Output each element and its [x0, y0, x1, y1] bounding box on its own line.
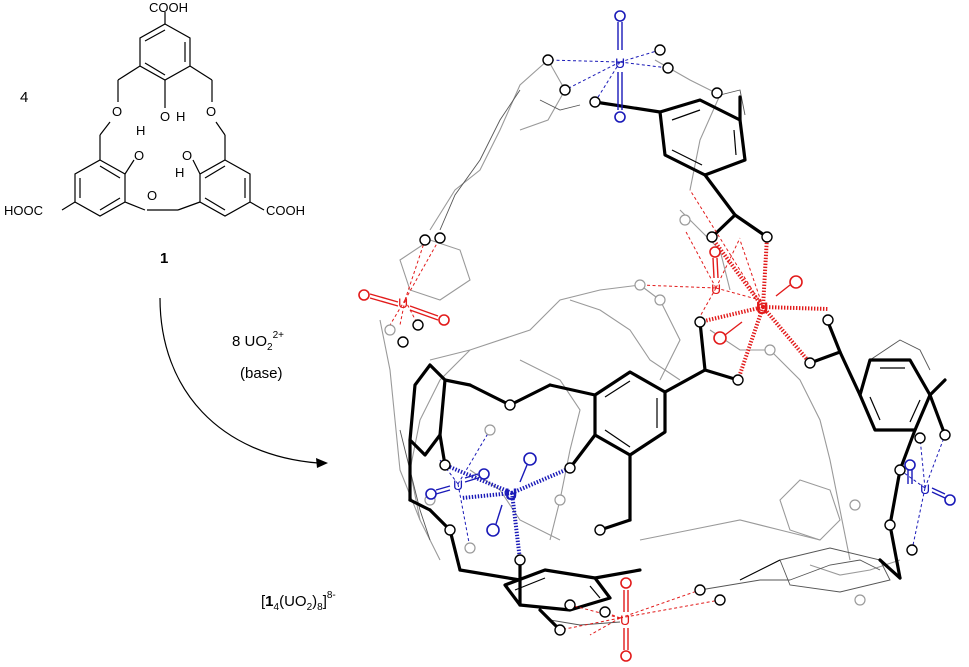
stoichiometry-label: 4 — [20, 89, 28, 106]
ring-right — [808, 320, 947, 580]
svg-text:H: H — [136, 123, 145, 138]
thin-framework — [399, 89, 931, 626]
svg-text:O: O — [182, 148, 192, 163]
product-cage: U U U U U U U U — [358, 10, 956, 662]
product-label: [14(UO2)8]8- — [261, 590, 336, 613]
uranyl-oxo-atoms — [358, 10, 956, 662]
uranium-red-upper: U — [711, 281, 721, 297]
uranium-red-center: U — [756, 299, 768, 318]
reactant-molecule: 4 COOH O O O H O H HOOC O — [4, 0, 305, 267]
carboxylate-uranyl-bonds — [369, 189, 829, 650]
conditions-label: (base) — [240, 365, 283, 382]
reaction-arrow: 8 UO22+ (base) — [159, 297, 328, 468]
svg-text:O: O — [160, 109, 170, 124]
svg-text:H: H — [176, 109, 185, 124]
oxygen-atoms — [384, 44, 951, 636]
cooh-top-label: COOH — [149, 0, 188, 15]
left-ring — [74, 159, 126, 217]
svg-text:O: O — [112, 104, 122, 119]
ring-center — [508, 320, 740, 532]
uranium-blue-center: U — [505, 485, 517, 504]
ring-bottom-right — [739, 547, 902, 593]
uranium-red-bottom: U — [620, 612, 630, 628]
uranium-blue-right: U — [920, 481, 930, 497]
svg-text:O: O — [134, 148, 144, 163]
arrow-head — [316, 458, 328, 468]
svg-text:H: H — [175, 165, 184, 180]
back-framework — [379, 59, 901, 576]
ring-bottom — [503, 558, 642, 632]
svg-text:O: O — [206, 104, 216, 119]
right-ring — [199, 159, 251, 217]
top-ring — [139, 23, 191, 81]
ring-top-right — [593, 95, 769, 239]
cooh-left-label: HOOC — [4, 203, 43, 218]
compound-number: 1 — [160, 250, 168, 267]
cooh-right-label: COOH — [266, 203, 305, 218]
uranium-atoms: U U U U U U U U — [398, 55, 930, 628]
ring-left — [408, 363, 522, 582]
reagent-label: 8 UO22+ — [232, 330, 284, 353]
uranium-blue-top: U — [615, 55, 625, 71]
svg-text:O: O — [147, 188, 157, 203]
uranium-red-left: U — [398, 295, 408, 311]
uranium-blue-left: U — [453, 477, 463, 493]
